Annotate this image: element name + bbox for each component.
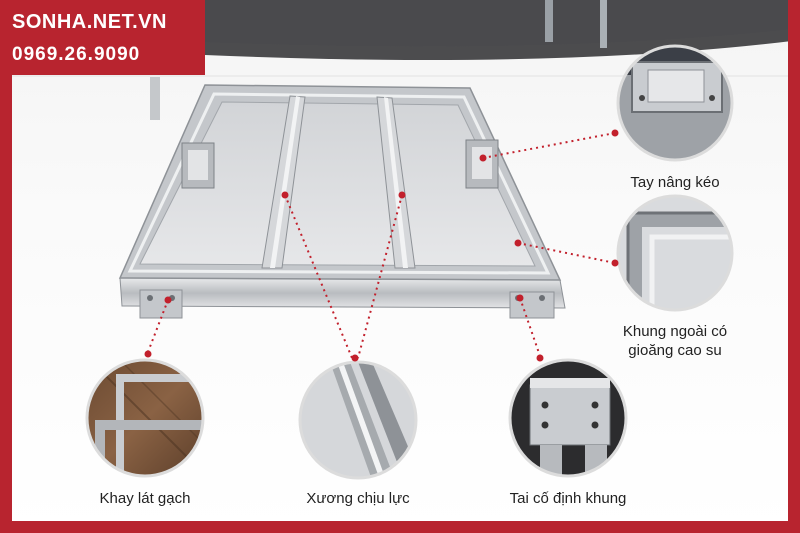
label-tai-co-dinh-khung: Tai cố định khung	[509, 490, 627, 507]
label-khung-ngoai-line1: Khung ngoài có	[622, 323, 728, 340]
background-scene	[12, 0, 800, 120]
label-xuong-chiu-luc: Xương chịu lực	[306, 490, 410, 507]
label-khung-ngoai-line2: gioăng cao su	[628, 342, 722, 359]
callout-circle-fixing-ear	[508, 358, 628, 478]
frame-border-right	[788, 0, 800, 533]
callout-circle-lifting-handle	[616, 44, 734, 162]
pointer-line-handle	[482, 132, 616, 159]
pointer-line-fixing-ear	[519, 297, 541, 357]
frame-border-left	[0, 0, 12, 533]
floor-hatch-tray	[118, 84, 566, 319]
brand-badge: SONHA.NET.VN 0969.26.9090	[0, 0, 205, 75]
callout-circle-load-beam	[298, 360, 418, 480]
pointer-lines	[147, 132, 616, 359]
pointer-line-frame	[517, 242, 616, 264]
label-tay-nang-keo: Tay nâng kéo	[630, 174, 720, 191]
pointer-dots	[144, 129, 619, 362]
label-khay-lat-gach: Khay lát gạch	[99, 490, 191, 507]
callout-circle-outer-frame	[616, 194, 734, 312]
frame-border-bottom	[0, 521, 800, 533]
brand-website[interactable]: SONHA.NET.VN	[12, 11, 167, 33]
callout-circle-tile-tray	[85, 358, 205, 478]
brand-phone[interactable]: 0969.26.9090	[12, 44, 141, 65]
pointer-line-beam-right	[357, 194, 403, 359]
